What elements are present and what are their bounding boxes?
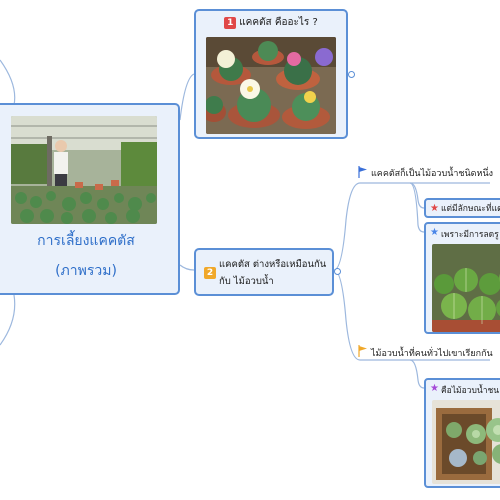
connector-branch-a-sub2 [409, 182, 425, 233]
topic1-number-badge: 1 [224, 16, 237, 29]
central-node[interactable]: การเลี้ยงแคคตัส (ภาพรวม) [0, 103, 180, 295]
connector-central-topic1 [179, 73, 195, 121]
topic2-title-row: 2 แคคตัส ต่างหรือเหมือนกัน กับ ไม้อวบน้ำ [204, 256, 326, 290]
branch-a-sub1-node[interactable]: ★ แต่มีลักษณะที่แตก [424, 198, 500, 218]
topic2-number-badge: 2 [204, 267, 216, 279]
branch-a-sub2-node[interactable]: ★ เพราะมีการลดรู [424, 222, 500, 334]
cactus-pots-image [206, 37, 336, 134]
topic1-collapse-dot[interactable] [348, 71, 355, 78]
connector-central-topic2 [179, 264, 195, 271]
branch-b-sub1-node[interactable]: ★ คือไม้อวบน้ำชน [424, 378, 500, 488]
topic2-node[interactable]: 2 แคคตัส ต่างหรือเหมือนกัน กับ ไม้อวบน้ำ [194, 248, 334, 296]
blue-star-icon: ★ [430, 227, 439, 238]
topic1-node[interactable]: 1 แคคตัส คืออะไร ? [194, 9, 348, 139]
connector-topic2-branch-b [333, 269, 490, 361]
topic2-title-line2: กับ ไม้อวบน้ำ [219, 276, 274, 287]
connector-branch-b-sub1 [409, 359, 425, 389]
greenhouse-image [11, 116, 157, 224]
topic1-title-row: 1 แคคตัส คืออะไร ? [196, 15, 346, 30]
branch-a-label[interactable]: แคคตัสก็เป็นไม้อวบน้ำชนิดหนึ่ง [371, 169, 493, 179]
branch-b-label[interactable]: ไม้อวบน้ำที่คนทั่วไปเขาเรียกกัน [371, 349, 493, 359]
purple-star-icon: ★ [430, 383, 439, 394]
connector-left-top [0, 59, 16, 106]
central-title-line2: (ภาพรวม) [55, 263, 117, 279]
branch-a-sub1-label: แต่มีลักษณะที่แตก [440, 204, 500, 214]
connector-left-bottom [0, 294, 16, 346]
cactus-closeup-image [432, 244, 500, 332]
connector-branch-a-sub1 [409, 182, 425, 209]
branch-a-sub2-label: เพราะมีการลดรู [440, 230, 499, 240]
topic2-collapse-dot[interactable] [334, 268, 341, 275]
topic1-title: แคคตัส คืออะไร ? [239, 17, 318, 28]
blue-flag-icon [358, 166, 367, 178]
succulent-pot-image [432, 400, 500, 484]
topic2-title-line1: แคคตัส ต่างหรือเหมือนกัน [219, 259, 327, 270]
central-title-line1: การเลี้ยงแคคตัส [37, 233, 135, 249]
branch-b-sub1-label: คือไม้อวบน้ำชน [440, 386, 500, 396]
red-star-icon: ★ [430, 202, 439, 214]
orange-flag-icon [358, 345, 367, 357]
connector-topic2-branch-a [333, 182, 490, 271]
